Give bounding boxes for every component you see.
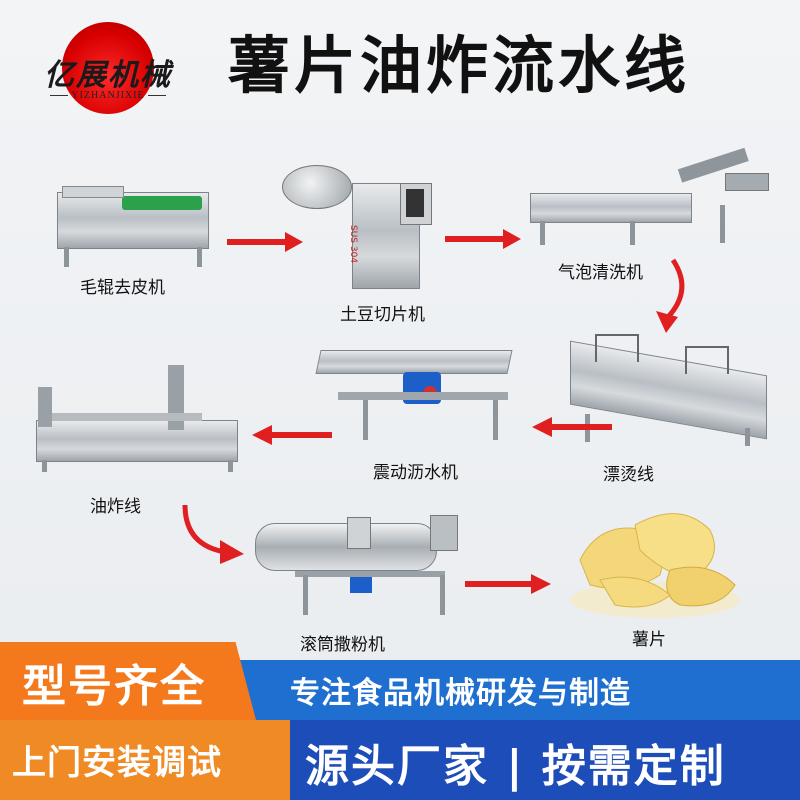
vibrator-machine-image bbox=[315, 342, 528, 442]
arrow-curve-right-icon bbox=[182, 504, 244, 564]
potato-chips-image bbox=[570, 513, 740, 618]
arrow-left-icon bbox=[252, 425, 332, 445]
banner-install-text: 上门安装调试 bbox=[12, 743, 222, 783]
banner-focus-text: 专注食品机械研发与制造 bbox=[290, 676, 631, 711]
seasoning-machine-image bbox=[255, 515, 460, 620]
page-title: 薯片油炸流水线 bbox=[228, 29, 691, 102]
arrow-right-icon bbox=[227, 232, 303, 252]
arrow-left-icon bbox=[532, 417, 612, 437]
label-blancher: 漂烫线 bbox=[603, 465, 654, 485]
label-peeler: 毛辊去皮机 bbox=[80, 278, 165, 298]
banner-source-text: 源头厂家 | 按需定制 bbox=[305, 741, 726, 792]
arrow-right-icon bbox=[465, 574, 551, 594]
logo-brand-sub: YIZHANJIXIE bbox=[28, 90, 188, 101]
label-slicer: 土豆切片机 bbox=[340, 305, 425, 325]
arrow-right-icon bbox=[445, 229, 521, 249]
banner-orange-bottom bbox=[0, 720, 290, 800]
washer-machine-image bbox=[530, 147, 770, 250]
logo-brand-name: 亿展机械 bbox=[44, 58, 172, 93]
slicer-machine-image: SUS 304 bbox=[280, 155, 450, 290]
label-seasoning: 滚筒撒粉机 bbox=[300, 635, 385, 655]
peeler-machine-image bbox=[52, 182, 212, 272]
label-vibrator: 震动沥水机 bbox=[373, 463, 458, 483]
banner-models-text: 型号齐全 bbox=[22, 661, 206, 712]
slicer-plate-text: SUS 304 bbox=[348, 225, 358, 264]
fryer-machine-image bbox=[28, 365, 243, 475]
label-chips: 薯片 bbox=[632, 630, 666, 650]
label-washer: 气泡清洗机 bbox=[558, 263, 643, 283]
label-fryer: 油炸线 bbox=[90, 497, 141, 517]
arrow-curve-down-icon bbox=[656, 258, 685, 333]
banner-orange-top bbox=[0, 642, 256, 720]
